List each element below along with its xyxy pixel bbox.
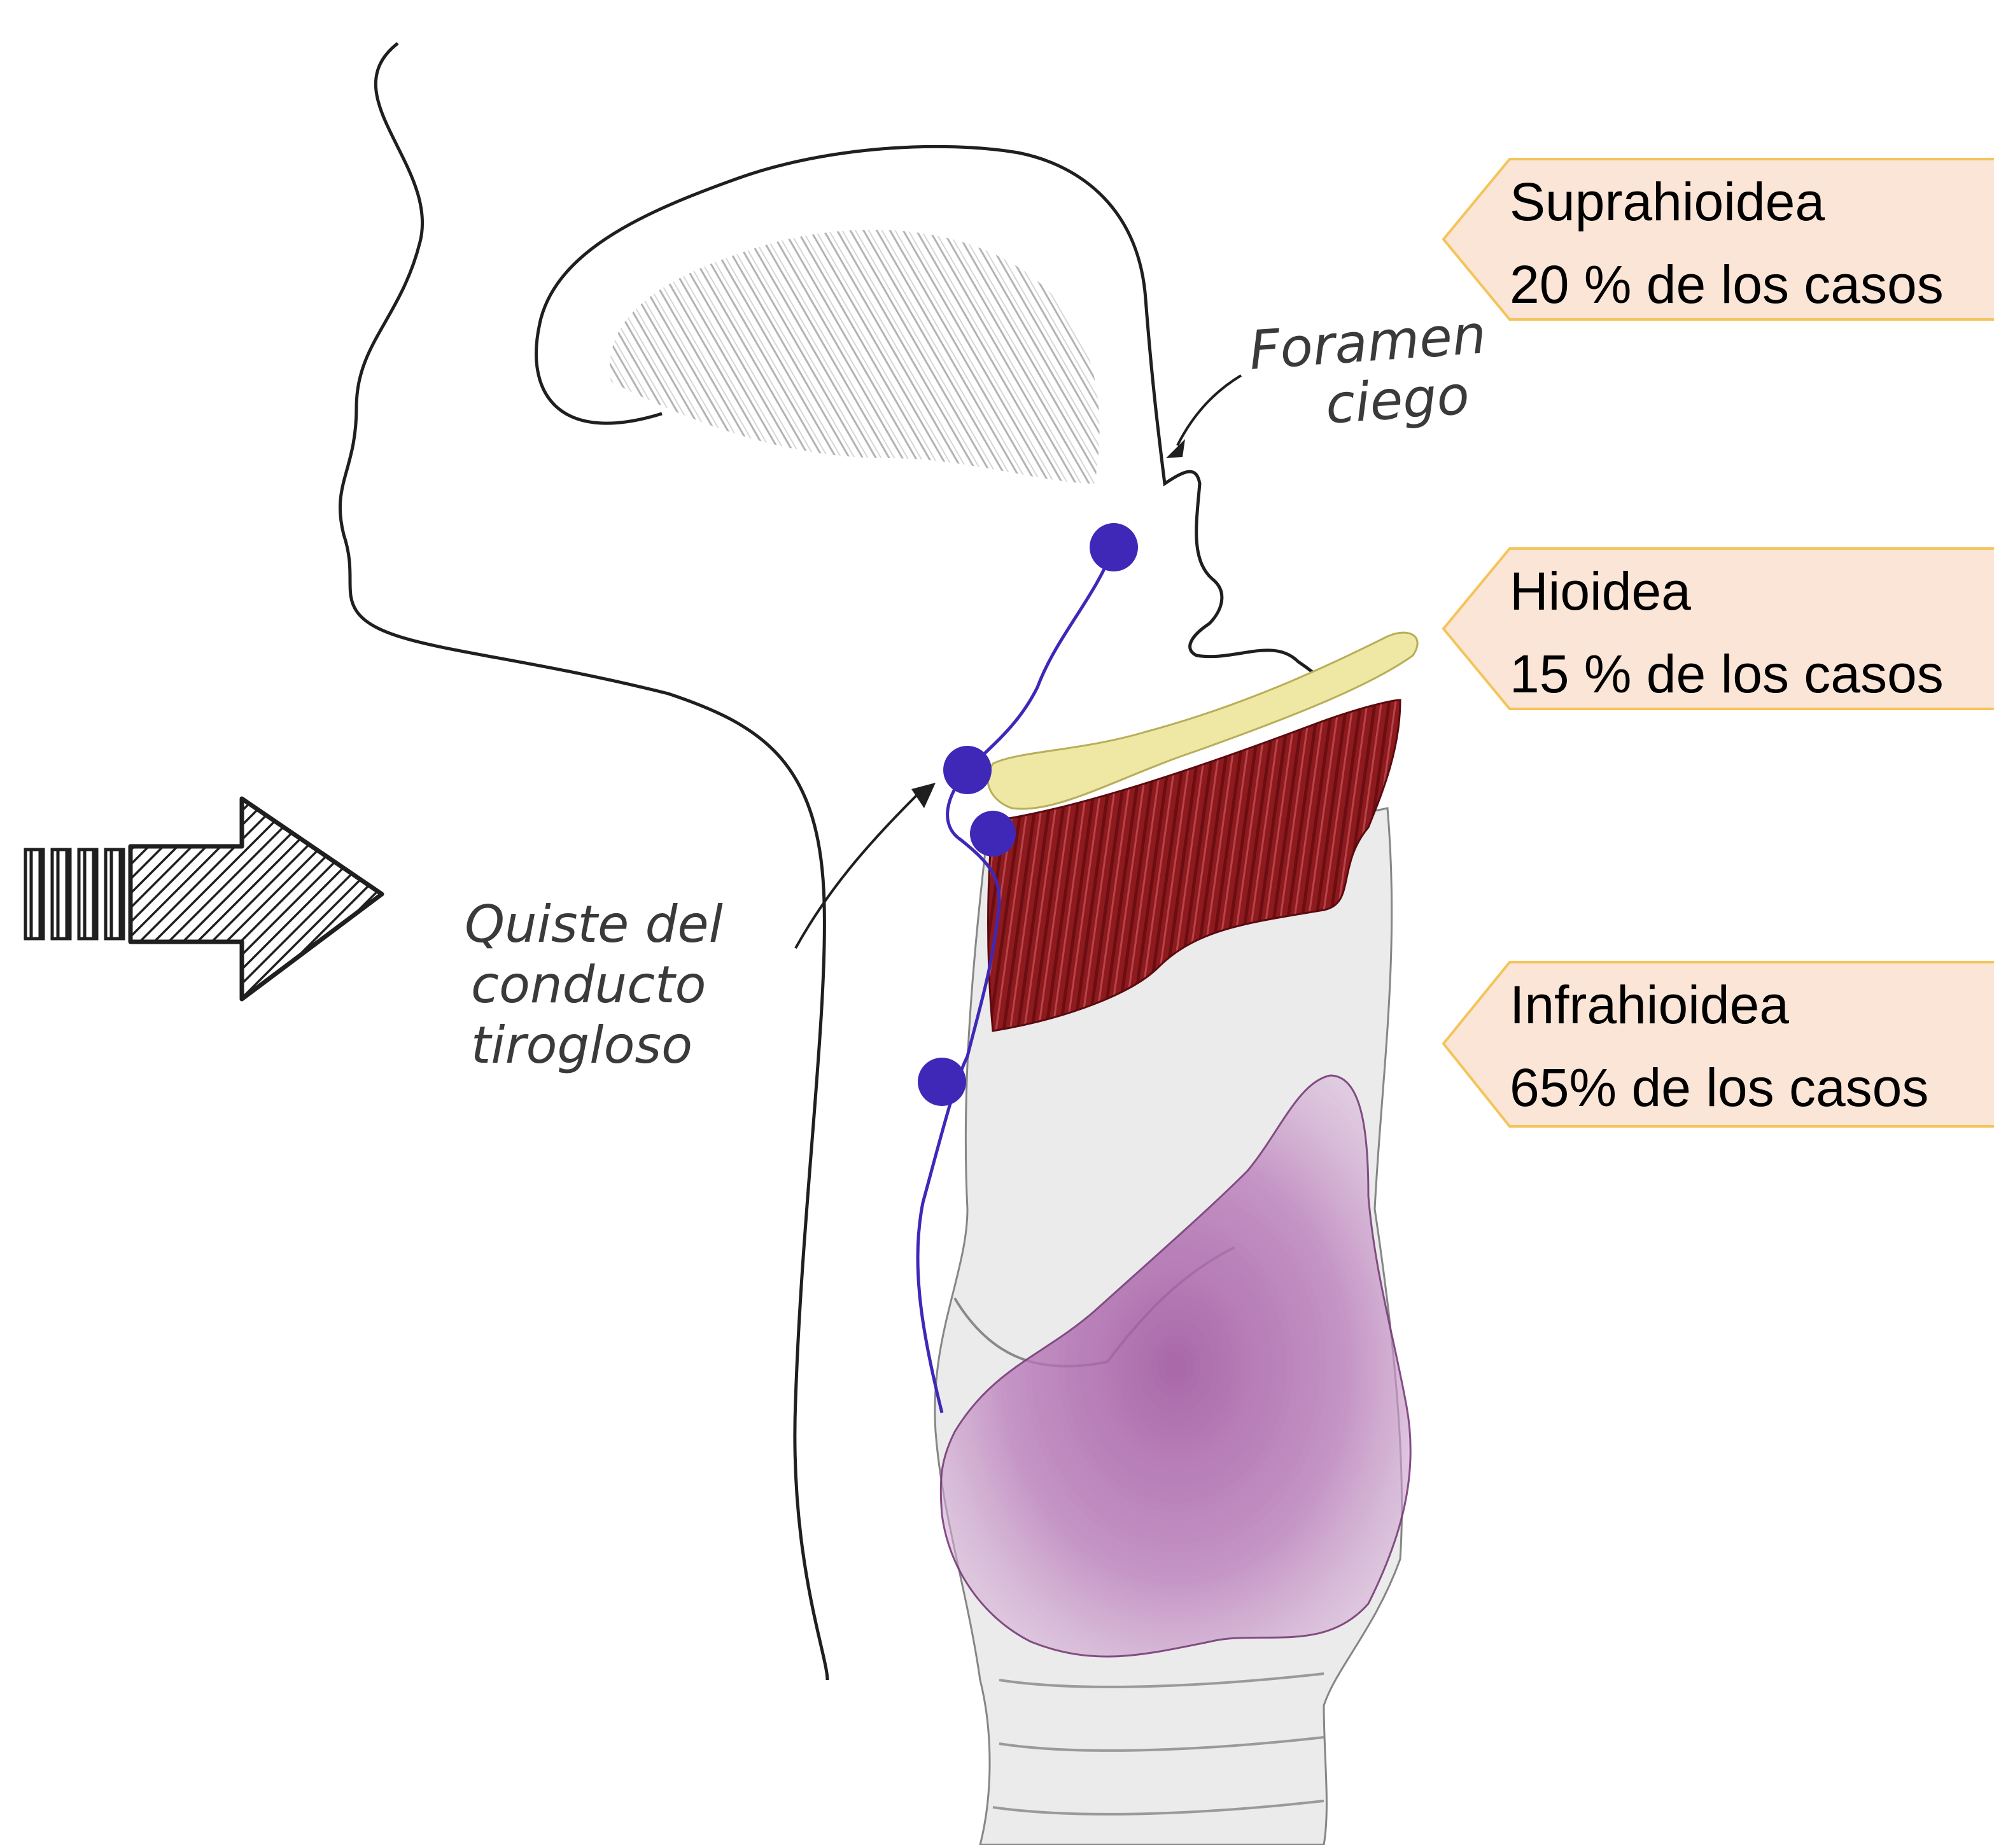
callout-suprahioidea-stat: 20 % de los casos	[1510, 243, 1944, 326]
duct-point-hyoid-lower	[970, 811, 1016, 857]
callout-hioidea-stat: 15 % de los casos	[1510, 633, 1944, 715]
duct-point-infrahyoid	[918, 1058, 966, 1106]
foramen-pointer-line	[1177, 375, 1241, 445]
duct-point-suprahyoid	[1090, 523, 1138, 571]
callout-infrahioidea: Infrahioidea 65% de los casos	[1510, 963, 1928, 1129]
callout-hioidea: Hioidea 15 % de los casos	[1510, 550, 1944, 715]
callout-suprahioidea-title: Suprahioidea	[1510, 160, 1944, 243]
tongue-shading	[610, 230, 1099, 484]
callout-infrahioidea-title: Infrahioidea	[1510, 963, 1928, 1046]
duct-point-hyoid-upper	[943, 746, 992, 794]
cyst-label-line3: tirogloso	[471, 1016, 692, 1075]
foramen-label-line2: ciego	[1324, 363, 1471, 436]
callout-hioidea-title: Hioidea	[1510, 550, 1944, 633]
foramen-pointer-arrowhead	[1166, 439, 1185, 458]
cyst-label-line1: Quiste del	[465, 895, 723, 954]
callout-infrahioidea-stat: 65% de los casos	[1510, 1046, 1928, 1129]
hatched-right-arrow-icon	[25, 799, 382, 999]
cyst-label-line2: conducto	[471, 955, 706, 1014]
callout-suprahioidea: Suprahioidea 20 % de los casos	[1510, 160, 1944, 326]
